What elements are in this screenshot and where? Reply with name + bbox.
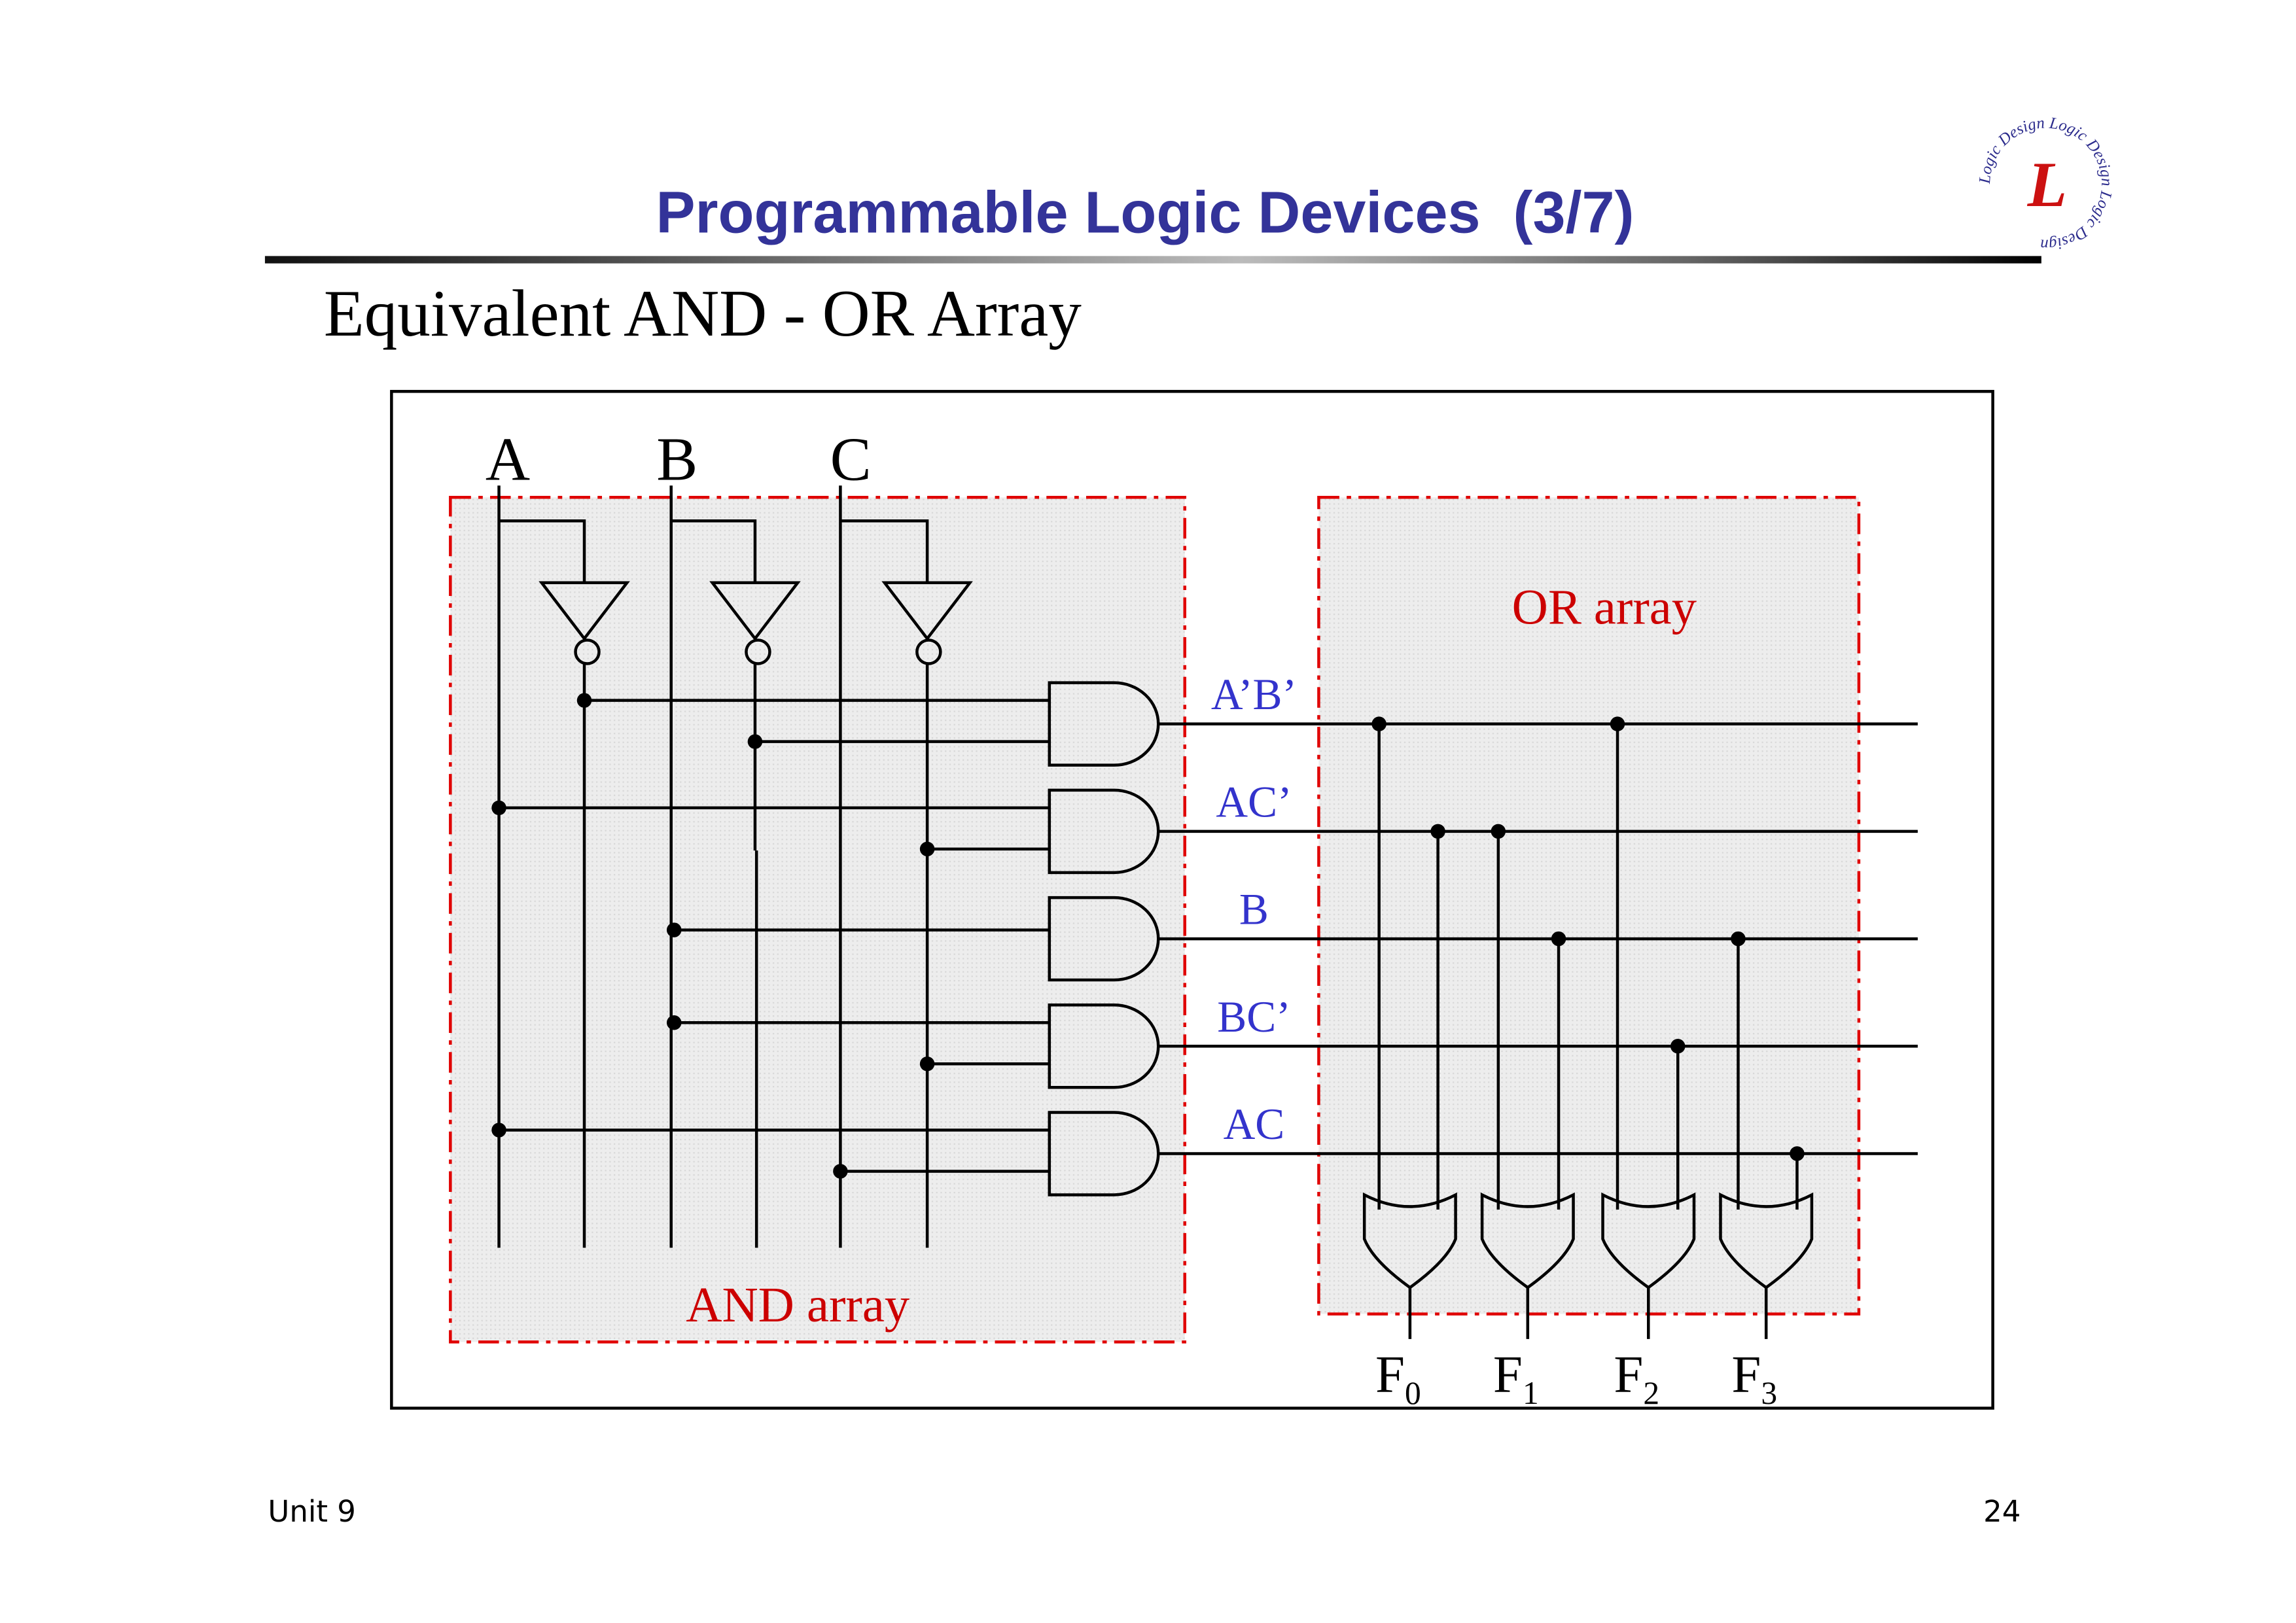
input-label-b: B [656, 425, 698, 493]
and-gate [666, 1003, 1918, 1089]
connection-dot [919, 1056, 935, 1072]
connection-dot [491, 800, 506, 816]
connection-dot [666, 922, 682, 937]
and-gate-body [1048, 896, 1160, 982]
connection-dot [1670, 1039, 1686, 1054]
slide-title: Programmable Logic Devices (3/7) [656, 180, 1634, 245]
or-gate-body [1362, 1192, 1457, 1289]
connection-dot [747, 734, 763, 749]
connection-dot [1430, 824, 1445, 839]
and-gate [666, 896, 1918, 982]
product-label: A’B’ [1211, 670, 1297, 719]
product-label: B [1239, 885, 1269, 934]
connection-dot [491, 1123, 506, 1138]
and-gate-body [1048, 788, 1160, 875]
and-array-label: AND array [686, 1277, 910, 1333]
title-rule [264, 256, 2041, 264]
connection-dot [1371, 716, 1386, 731]
product-label: BC’ [1217, 992, 1290, 1041]
and-gate [576, 681, 1918, 767]
connection-dot [1731, 931, 1746, 947]
or-gate-body [1601, 1192, 1696, 1289]
and-array-region [449, 496, 1186, 1344]
product-label: AC [1224, 1100, 1285, 1149]
connection-dot [576, 693, 592, 708]
or-gate: F3 [1719, 931, 1814, 1411]
or-gate-body [1719, 1192, 1814, 1289]
and-gate-body [1048, 681, 1160, 767]
inverter-a [499, 519, 630, 1248]
connection-dot [833, 1164, 848, 1179]
input-label-a: A [486, 425, 530, 493]
or-gate-body [1480, 1192, 1575, 1289]
and-gate [491, 788, 1918, 875]
connection-dot [666, 1015, 682, 1030]
connection-dot [1551, 931, 1566, 947]
and-gate-body [1048, 1111, 1160, 1196]
slide-subtitle: Equivalent AND - OR Array [324, 277, 1082, 350]
input-label-c: C [830, 425, 872, 493]
logic-design-logo-icon: Logic Design Logic Design Logic Design L [1976, 114, 2115, 254]
or-array-label: OR array [1512, 580, 1697, 635]
connection-dot [1790, 1146, 1805, 1161]
page-number: 24 [1983, 1494, 2021, 1529]
logo-letter: L [2027, 149, 2067, 220]
and-gate-body [1048, 1003, 1160, 1089]
inverter-b [671, 519, 801, 1248]
connection-dot [1610, 716, 1625, 731]
connection-dot [1491, 824, 1506, 839]
product-label: AC’ [1216, 777, 1292, 826]
connection-dot [919, 841, 935, 857]
or-array-region [1317, 496, 1861, 1316]
footer-unit: Unit 9 [268, 1494, 355, 1529]
inverter-c [840, 519, 973, 1248]
